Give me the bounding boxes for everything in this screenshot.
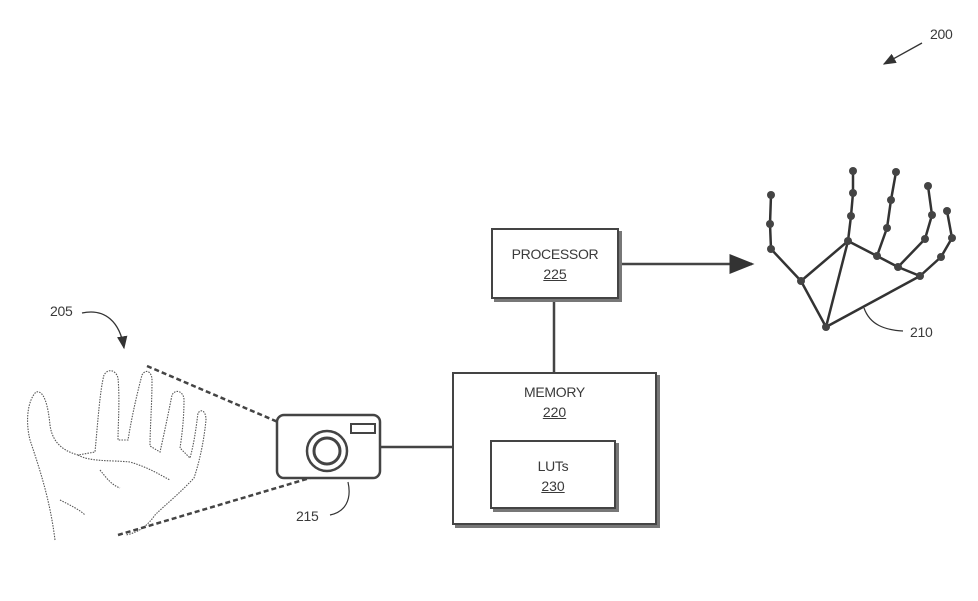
skeleton-ref-leader [863, 307, 904, 332]
camera-fov-bottom [117, 476, 311, 537]
skeleton-joints [766, 167, 956, 331]
hand-ref-arrow [81, 311, 128, 350]
luts-block: LUTs 230 [490, 440, 616, 509]
luts-title: LUTs [537, 458, 569, 474]
luts-ref: 230 [541, 478, 565, 494]
hand-icon [27, 370, 207, 541]
hand-skeleton-icon [768, 171, 954, 331]
processor-block: PROCESSOR 225 [491, 228, 619, 299]
camera-ref-label: 215 [296, 508, 319, 524]
hand-ref-label: 205 [50, 303, 73, 319]
memory-ref: 220 [542, 404, 567, 420]
camera-icon [275, 413, 382, 480]
memory-title: MEMORY [524, 384, 585, 400]
camera-ref-leader [329, 481, 350, 516]
figure-ref-label: 200 [930, 26, 953, 42]
processor-title: PROCESSOR [511, 246, 599, 262]
skeleton-ref-label: 210 [910, 324, 933, 340]
figure-ref-arrow [882, 42, 923, 65]
processor-ref: 225 [543, 266, 567, 282]
